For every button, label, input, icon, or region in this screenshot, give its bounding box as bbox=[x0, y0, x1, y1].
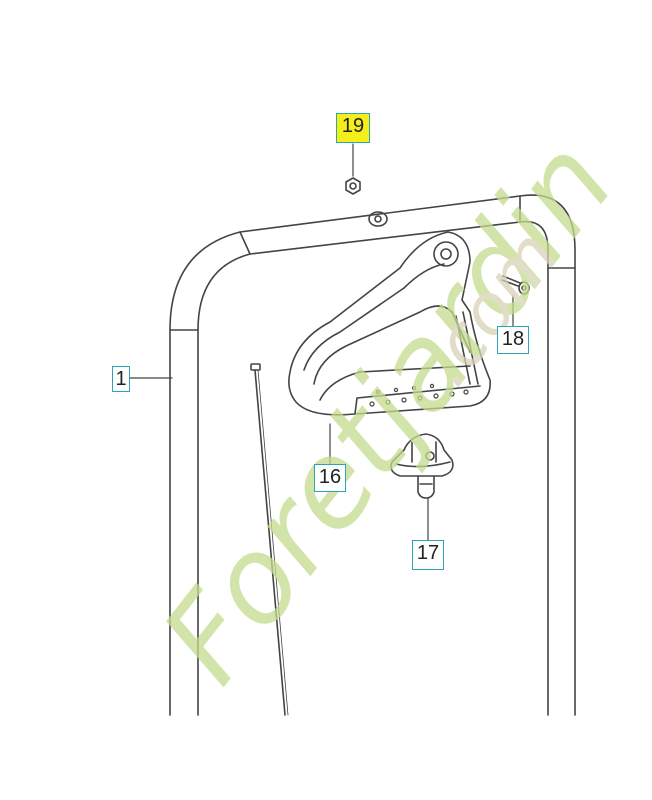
cable bbox=[250, 363, 289, 716]
nut-part-19 bbox=[345, 177, 361, 195]
callout-part-1: 1 bbox=[112, 366, 130, 392]
callout-part-18: 18 bbox=[497, 326, 529, 354]
leader-lines bbox=[128, 143, 514, 541]
shell-part-16 bbox=[288, 231, 491, 416]
screw-part-18 bbox=[501, 275, 530, 295]
callout-part-16: 16 bbox=[314, 464, 346, 492]
callout-part-17: 17 bbox=[412, 540, 444, 570]
frame-part-1 bbox=[169, 194, 576, 716]
callout-part-19: 19 bbox=[336, 113, 370, 143]
connector-part-17 bbox=[390, 433, 454, 499]
